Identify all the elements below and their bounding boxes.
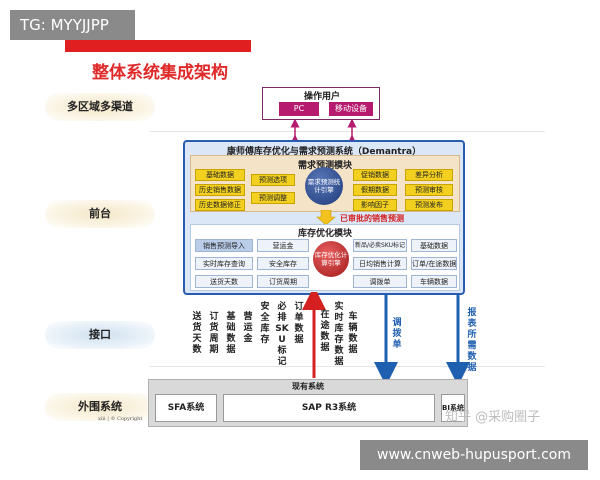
page-title: 整体系统集成架构 — [92, 63, 228, 83]
inventory-item: 安全库存 — [257, 257, 309, 270]
inventory-item: 订单/在途数据 — [411, 257, 457, 270]
demand-item: 促销数据 — [353, 169, 397, 181]
site-banner: www.cnweb-hupusport.com — [360, 440, 588, 470]
sap-system: SAP R3系统 — [223, 394, 435, 422]
pc-device: PC — [279, 102, 319, 116]
interface-arrows — [302, 292, 470, 382]
copyright-text: xiii | © Copyright — [98, 416, 143, 422]
inventory-item: 实时库存查询 — [195, 257, 253, 270]
layer-label-interface: 接口 — [45, 321, 155, 349]
demand-item: 基础数据 — [195, 169, 245, 181]
title-accent-bar — [65, 40, 251, 52]
inventory-optimization-module: 库存优化模块 销售预测导入 实时库存查询 送货天数 营运金 安全库存 订货周期 … — [190, 224, 460, 291]
layer-label-external: 外围系统 — [45, 393, 155, 421]
demand-forecast-module: 需求预测模块 基础数据 历史销售数据 历史数据修正 预测选项 预测调整 需求预测… — [190, 155, 460, 212]
flow-label: 订货周期 — [209, 312, 219, 355]
inventory-item: 营运金 — [257, 239, 309, 252]
demand-item: 影响因子 — [353, 199, 397, 211]
flow-label: 必排SKU标记 — [275, 302, 289, 367]
flow-label: 报表所需数据 — [467, 308, 477, 373]
demand-module-title: 需求预测模块 — [297, 161, 352, 171]
flow-label: 订单数据 — [294, 302, 304, 345]
demand-item: 预测发布 — [405, 199, 453, 211]
layer-label-channels: 多区域多渠道 — [45, 93, 155, 121]
inventory-item: 新品/必卖SKU标记 — [353, 239, 407, 252]
top-tag: TG: MYYJJPP — [10, 10, 135, 40]
system-title: 康师傅库存优化与需求预测系统（Demantra） — [226, 147, 422, 157]
inventory-item: 基础数据 — [411, 239, 457, 252]
inventory-item: 销售预测导入 — [195, 239, 253, 252]
inventory-item: 订货周期 — [257, 275, 309, 288]
forecast-engine-icon: 需求预测统计引擎 — [305, 167, 343, 205]
existing-systems-title: 现有系统 — [292, 382, 324, 391]
layer-divider — [150, 366, 545, 367]
inventory-item: 调拨单 — [353, 275, 407, 288]
existing-systems: 现有系统 SFA系统 SAP R3系统 BI系统 — [148, 379, 468, 427]
flow-label: 安全库存 — [260, 302, 270, 345]
demand-item: 假期数据 — [353, 184, 397, 196]
approved-forecast-label: 已审批的销售预测 — [340, 214, 404, 223]
demand-item: 历史数据修正 — [195, 199, 245, 211]
flow-label: 送货天数 — [192, 312, 202, 355]
flow-label: 基础数据 — [226, 312, 236, 355]
inventory-engine-icon: 库存优化计算引擎 — [313, 241, 349, 277]
demand-item: 预测调整 — [251, 192, 295, 204]
demand-item: 差异分析 — [405, 169, 453, 181]
approved-forecast-arrow — [316, 210, 336, 226]
sfa-system: SFA系统 — [155, 394, 217, 422]
bi-system: BI系统 — [441, 394, 465, 422]
operator-box: 操作用户 PC 移动设备 — [262, 87, 380, 120]
watermark: 知乎 @采购圈子 — [445, 410, 541, 425]
inventory-item: 日均销售计算 — [353, 257, 407, 270]
flow-label: 调拨单 — [392, 318, 402, 350]
flow-label: 营运金 — [243, 312, 253, 344]
inventory-item: 送货天数 — [195, 275, 253, 288]
mobile-device: 移动设备 — [329, 102, 373, 116]
layer-label-front: 前台 — [45, 200, 155, 228]
operator-link-arrows — [290, 120, 357, 142]
demand-item: 预测选项 — [251, 174, 295, 186]
operator-title: 操作用户 — [303, 92, 340, 102]
demand-item: 历史销售数据 — [195, 184, 245, 196]
inventory-module-title: 库存优化模块 — [297, 229, 352, 239]
flow-label: 实时库存数据 — [334, 302, 344, 367]
demand-item: 预测审核 — [405, 184, 453, 196]
flow-label: 在途数据 — [320, 310, 330, 353]
flow-label: 车辆数据 — [348, 312, 358, 355]
inventory-item: 车辆数据 — [411, 275, 457, 288]
